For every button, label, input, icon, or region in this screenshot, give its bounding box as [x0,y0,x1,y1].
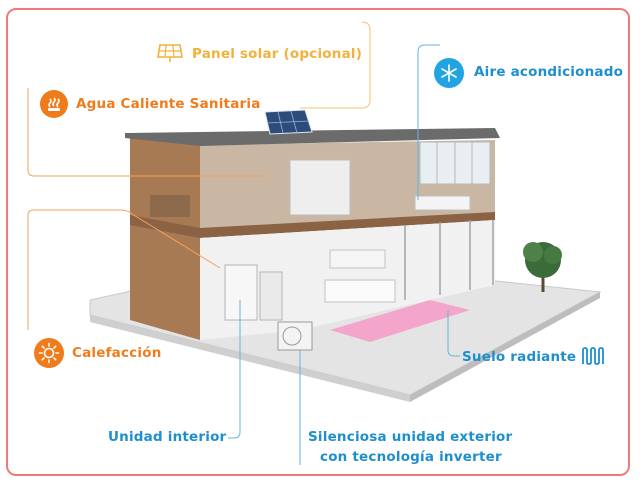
hot-water-label: Agua Caliente Sanitaria [76,96,261,112]
snowflake-icon [434,58,464,88]
leader-indoor-unit [228,300,241,439]
outdoor-unit-label-line1: Silenciosa unidad exterior [308,429,513,445]
floor-heating-area [330,300,470,342]
leader-floor-heating [447,310,460,357]
indoor-unit-label: Unidad interior [108,429,227,445]
outdoor-unit-label-line2: con tecnología inverter [320,449,502,465]
ground-slab-edge [90,315,410,402]
floor-heating-icon [580,346,606,366]
floor-heating-label: Suelo radiante [462,349,577,365]
solar-panel-label: Panel solar (opcional) [192,46,363,62]
solar-panel-icon [157,43,183,63]
hot-water-icon [40,90,68,118]
roof [125,128,500,146]
air-conditioning-label: Aire acondicionado [474,64,624,80]
kitchen-counter [324,279,396,303]
house-left-wall [130,135,200,340]
indoor-unit-appliance [224,264,258,321]
leader-solar-panel [361,21,371,60]
indoor-unit-tank [259,271,283,321]
upper-shelf [150,195,190,217]
sun-icon [34,338,64,368]
floor-slab [130,212,495,238]
upper-bed [414,195,471,211]
leader-heating [27,209,221,269]
leader-air-conditioning [417,44,440,200]
ground-slab-side [410,292,600,402]
kitchen-cabinet [329,249,386,269]
upper-furniture [289,159,351,216]
heating-label: Calefacción [72,345,162,361]
leader-hot-water [27,88,265,177]
outdoor-unit [277,321,313,351]
